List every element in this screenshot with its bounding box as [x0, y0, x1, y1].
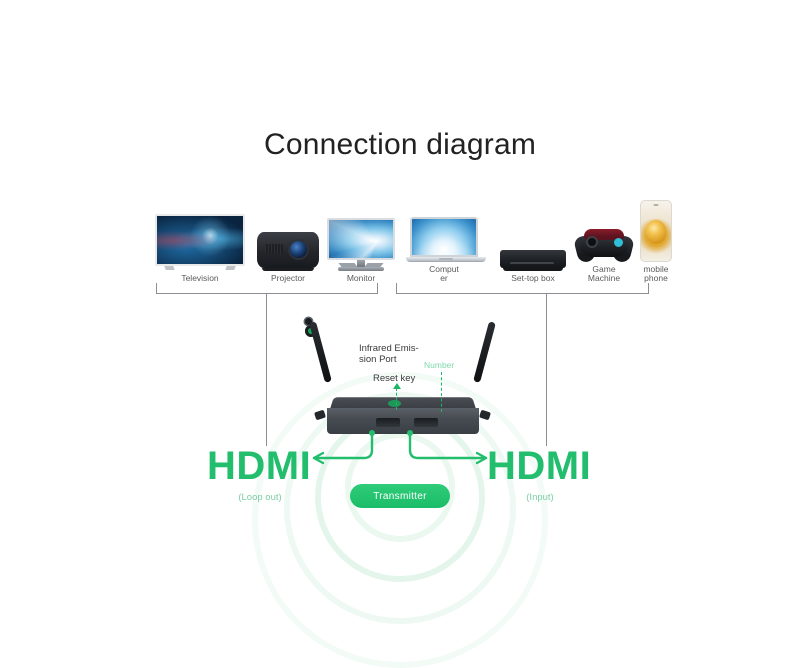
hdmi-connection-arrows [312, 430, 488, 465]
projector-vent-icon [265, 244, 283, 255]
television-stand-icon [155, 266, 245, 271]
antenna-right-icon [473, 321, 496, 383]
antenna-right-joint-icon [479, 409, 491, 421]
phone-wallpaper-icon [645, 220, 667, 245]
callout-number: Number [424, 360, 455, 370]
antenna-left-joint-icon [314, 409, 326, 421]
hdmi-input-title: HDMI [487, 444, 592, 488]
device-set-top-box: Set-top box [500, 250, 566, 284]
device-label-monitor: Monitor [346, 273, 376, 284]
device-television: Television [155, 214, 245, 284]
hdmi-input-subtitle: (Input) [526, 492, 554, 503]
output-group-connector-line [266, 294, 267, 446]
projector-lens-icon [290, 241, 307, 259]
transmitter-device [305, 318, 500, 443]
device-label-game-machine: Game Machine [587, 263, 621, 284]
gamepad-button-icon [614, 237, 623, 247]
output-devices-group: Television Projector Monitor [155, 206, 395, 284]
device-label-computer: Comput er [429, 263, 459, 284]
reset-button-icon[interactable] [388, 400, 401, 407]
transmitter-badge: Transmitter [350, 484, 450, 508]
callout-infrared-emission-port: Infrared Emis- sion Port [359, 343, 419, 366]
monitor-base-icon [338, 267, 384, 272]
projector-base-icon [262, 268, 314, 272]
device-label-mobile-phone: mobile phone [643, 263, 669, 284]
output-devices-bracket [156, 283, 378, 294]
number-pointer-icon [441, 372, 442, 412]
device-label-projector: Projector [270, 273, 305, 284]
gamepad-top-icon [584, 228, 624, 240]
mobile-phone-icon [640, 199, 672, 262]
signal-wave-1-icon [345, 432, 455, 542]
gamepad-stick-icon [588, 237, 596, 246]
device-computer: Comput er [406, 216, 486, 284]
reset-key-pointer-icon [393, 383, 401, 410]
diagram-canvas: Connection diagram Television Projector … [0, 0, 800, 600]
page-title: Connection diagram [263, 128, 537, 161]
audio-jack-port-icon[interactable] [305, 318, 312, 325]
laptop-screen-icon [410, 216, 478, 257]
hdmi-port-2-icon[interactable] [414, 418, 438, 427]
monitor-neck-icon [357, 260, 365, 268]
gamepad-icon [573, 226, 635, 264]
device-label-television: Television [181, 273, 219, 284]
television-icon [155, 214, 245, 267]
device-projector: Projector [257, 232, 319, 284]
phone-speaker-icon [653, 203, 659, 206]
hdmi-loop-out-title: HDMI [207, 444, 312, 488]
source-devices-group: Comput er Set-top box Game Machine [406, 199, 672, 284]
antenna-left-icon [309, 321, 332, 383]
monitor-icon [327, 218, 395, 261]
router-front-panel [327, 408, 479, 434]
hdmi-port-1-icon[interactable] [376, 418, 400, 427]
source-group-connector-line [546, 294, 547, 446]
device-label-set-top-box: Set-top box [511, 273, 555, 284]
projector-icon [257, 232, 319, 269]
device-mobile-phone: mobile phone [640, 199, 672, 284]
set-top-box-base-icon [503, 268, 563, 272]
source-devices-bracket [396, 283, 649, 294]
hdmi-loop-out-subtitle: (Loop out) [238, 492, 282, 503]
device-game-machine: Game Machine [573, 226, 635, 284]
set-top-box-icon [500, 250, 566, 269]
device-monitor: Monitor [327, 218, 395, 284]
laptop-base-icon [406, 256, 486, 262]
callout-reset-key: Reset key [373, 373, 416, 384]
